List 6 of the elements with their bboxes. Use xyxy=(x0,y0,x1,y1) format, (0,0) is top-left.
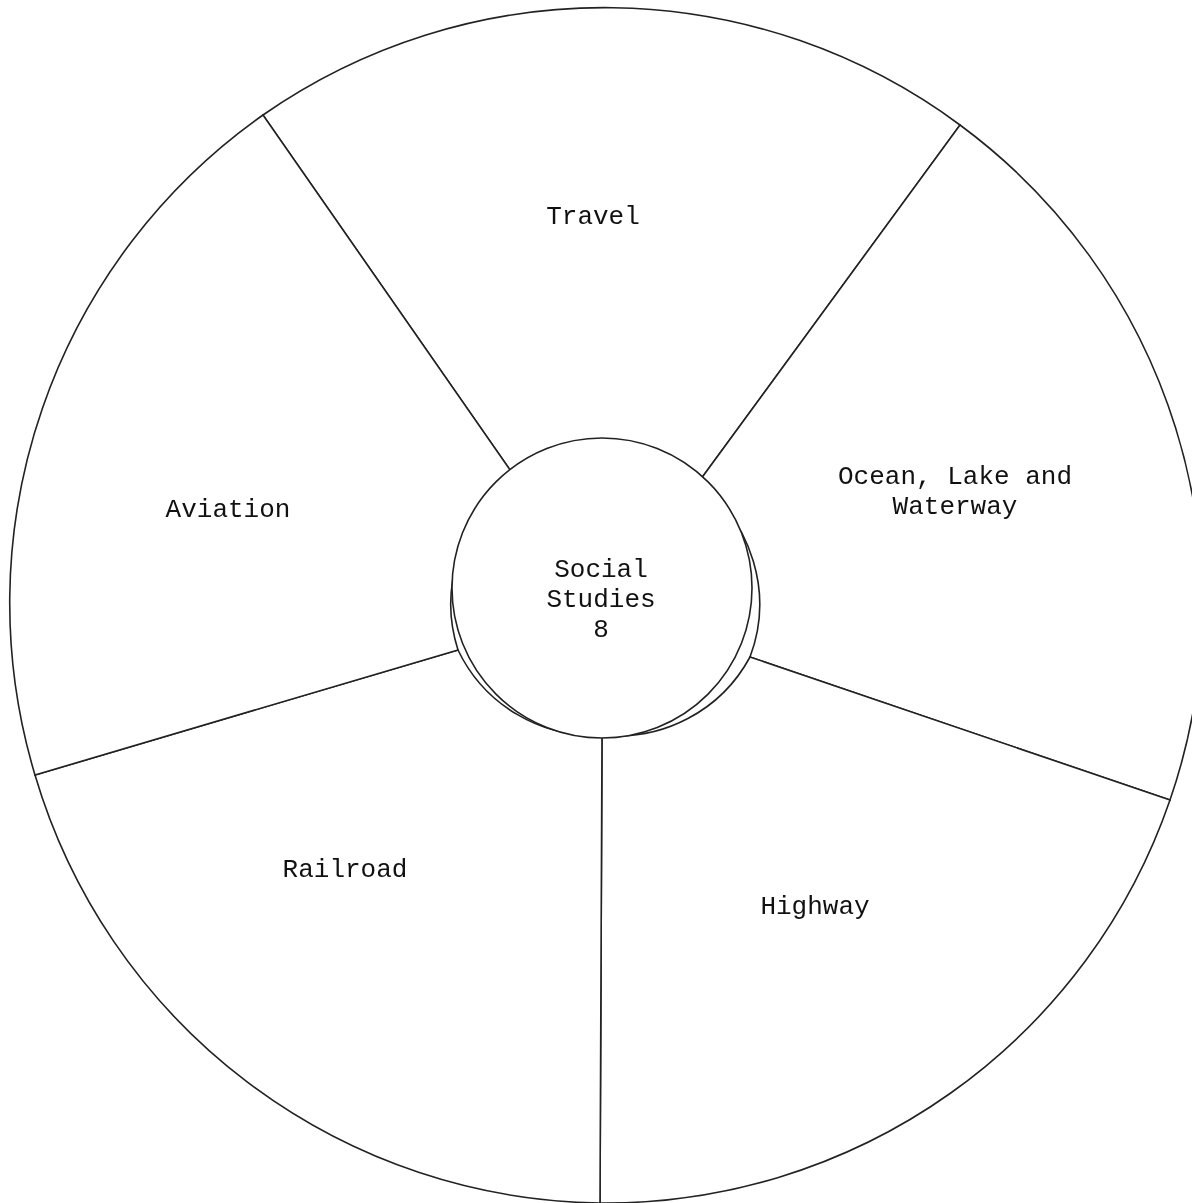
segment-label: Highway xyxy=(759,892,871,922)
center-label: Social Studies 8 xyxy=(545,555,657,645)
segment-label: Railroad xyxy=(281,855,409,885)
segment-label: Aviation xyxy=(164,495,292,525)
segment-label: Ocean, Lake and Waterway xyxy=(836,462,1073,522)
segment-label: Travel xyxy=(545,202,641,232)
